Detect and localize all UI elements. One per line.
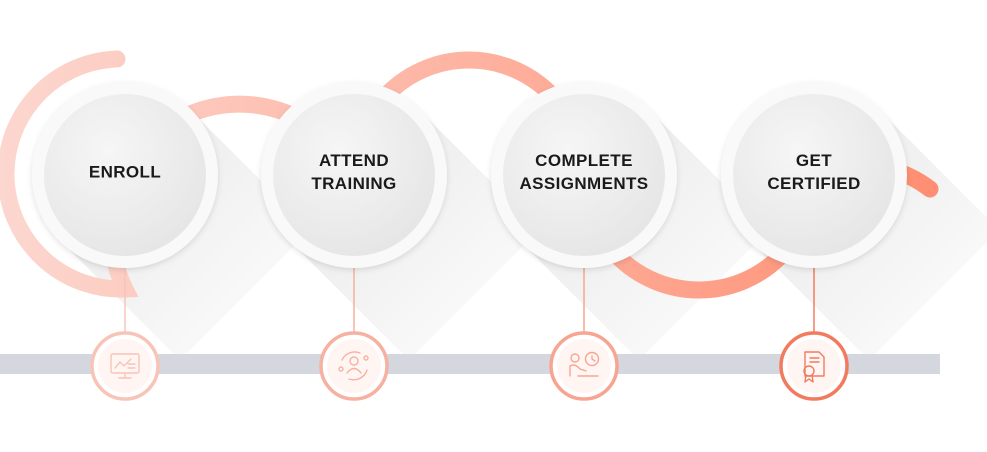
certificate-ribbon-icon bbox=[803, 351, 825, 383]
step-icon-badge-inner bbox=[327, 339, 381, 393]
process-step bbox=[491, 82, 677, 401]
step-label: COMPLETE ASSIGNMENTS bbox=[519, 151, 649, 193]
step-label: ENROLL bbox=[88, 162, 162, 182]
step-circle-face bbox=[503, 94, 665, 256]
step-label: GET CERTIFIED bbox=[767, 151, 861, 193]
student-desk-clock-icon bbox=[569, 351, 600, 377]
timeline-bar bbox=[0, 354, 940, 374]
process-step bbox=[32, 82, 218, 401]
step-circle-face bbox=[733, 94, 895, 256]
step-label: ATTEND TRAINING bbox=[311, 151, 397, 193]
process-step bbox=[721, 82, 907, 401]
process-step bbox=[261, 82, 447, 401]
step-circle-face bbox=[273, 94, 435, 256]
monitor-presentation-icon bbox=[110, 353, 140, 379]
step-icon-badge-inner bbox=[557, 339, 611, 393]
step-circle-face bbox=[44, 94, 206, 256]
step-icon-badge-inner bbox=[787, 339, 841, 393]
step-icon-badge-inner bbox=[98, 339, 152, 393]
learning-cycle-icon bbox=[338, 351, 369, 381]
